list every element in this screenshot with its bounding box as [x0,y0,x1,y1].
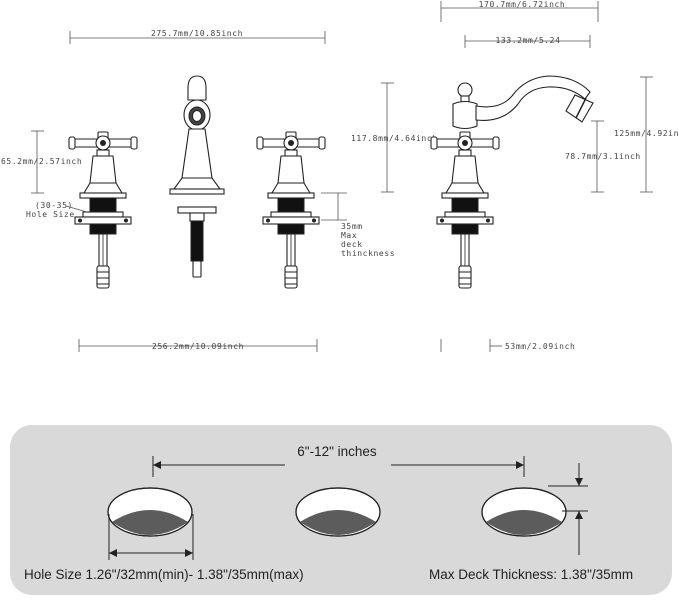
total-width-label: 170.7mm/6.72inch [479,0,566,9]
hole-center [295,487,381,537]
hole-left [107,487,193,537]
handle-height-label: 65.2mm/2.57inch [1,157,82,166]
right-handle-front [256,131,326,289]
side-total-height-dimension: 125mm/4.92inch [614,76,679,193]
base-width-label: 256.2mm/10.09inch [152,342,244,351]
max-deck-line-4: thinckness [341,249,395,258]
handle-height-dimension: 65.2mm/2.57inch [1,130,82,194]
spout-outlet-label: 78.7mm/3.1inch [565,152,641,161]
overall-width-label: 275.7mm/10.85inch [151,29,243,38]
spout-height-label: 117.8mm/4.64inch [351,134,438,143]
max-deck-line-1: 35mm [341,222,363,231]
deck-thickness-dimension [548,463,588,555]
spout-side [452,75,594,130]
deck-thickness-note: Max Deck Thickness: 1.38"/35mm [429,567,633,582]
faucet-side [430,131,500,289]
base-depth-label: 53mm/2.09inch [505,342,575,351]
spout-front [169,75,225,278]
max-deck-callout: 35mm Max deck thinckness [321,192,395,258]
hole-size-range: (30-35) [35,201,73,210]
hole-right [481,487,567,537]
base-width-dimension: 256.2mm/10.09inch [78,339,318,352]
hole-size-text: Hole Size [26,210,75,219]
spout-outlet-dimension: 78.7mm/3.1inch [565,120,641,193]
hole-spacing-dimension: 6"-12" inches [152,444,525,477]
side-total-height-label: 125mm/4.92inch [614,129,679,138]
spout-reach-label: 133.2mm/5.24 [496,36,561,45]
base-depth-dimension: 53mm/2.09inch [440,339,575,352]
hole-size-note: Hole Size 1.26"/32mm(min)- 1.38"/35mm(ma… [24,567,304,582]
hole-size-dimension [108,514,194,560]
hole-spacing-label: 6"-12" inches [297,444,377,459]
spout-reach-dimension: 133.2mm/5.24 [464,35,591,48]
spout-height-dimension: 117.8mm/4.64inch [351,82,438,193]
max-deck-line-2: Max [341,231,357,240]
hole-size-callout: (30-35) Hole Size [26,201,88,219]
max-deck-line-3: deck [341,240,363,249]
total-width-dimension: 170.7mm/6.72inch [440,0,599,22]
overall-width-dimension: 275.7mm/10.85inch [69,29,326,44]
